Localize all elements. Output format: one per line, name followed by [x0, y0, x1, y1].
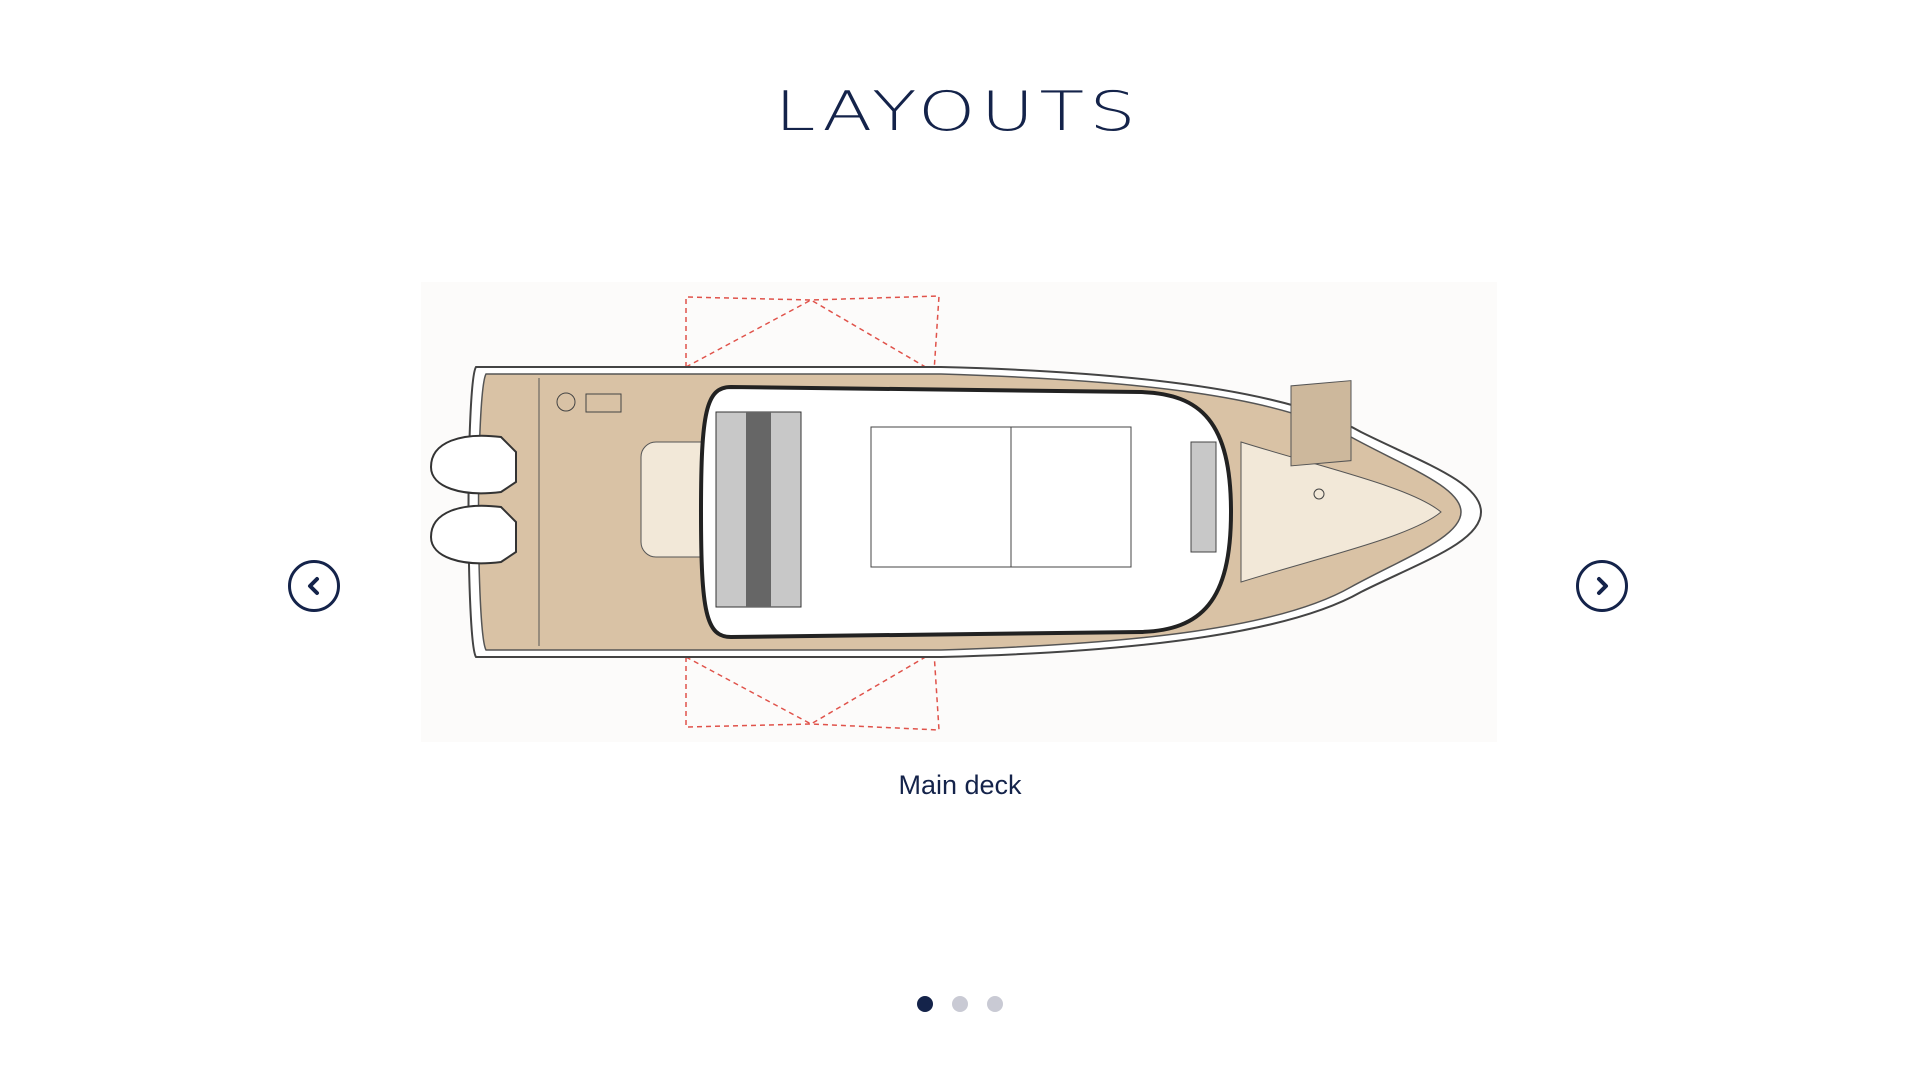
chevron-left-icon	[308, 577, 319, 595]
previous-slide-button[interactable]	[288, 560, 340, 612]
chevron-right-icon	[1597, 577, 1608, 595]
pagination-dot-1[interactable]	[917, 996, 933, 1012]
carousel-pagination	[0, 996, 1920, 1012]
next-slide-button[interactable]	[1576, 560, 1628, 612]
outboard-engines	[429, 434, 517, 565]
section-title: LAYOUTS	[774, 80, 1142, 143]
pagination-dot-3[interactable]	[987, 996, 1003, 1012]
pagination-dot-2[interactable]	[952, 996, 968, 1012]
slide-caption: Main deck	[898, 770, 1022, 800]
deck-plan-image	[421, 282, 1497, 742]
door-swing-markings	[685, 295, 940, 731]
